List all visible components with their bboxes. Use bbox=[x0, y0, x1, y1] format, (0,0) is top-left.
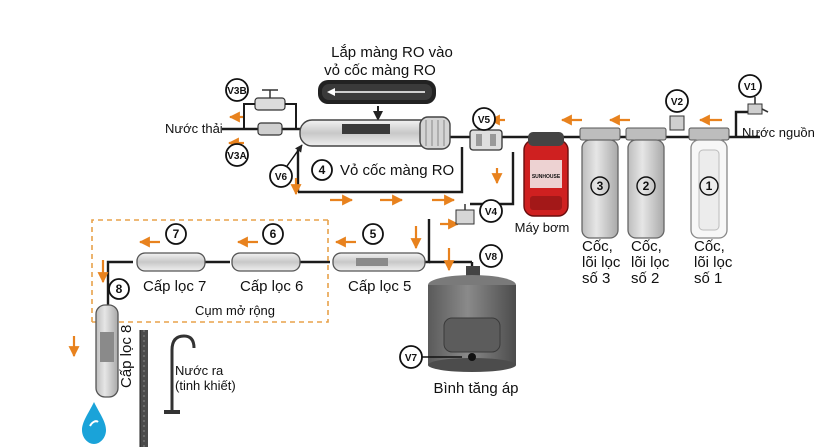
filter-2-line1: Cốc, bbox=[631, 238, 662, 255]
stage-5-label: Cấp lọc 5 bbox=[348, 278, 411, 295]
badge-stage-5: 5 bbox=[362, 223, 384, 245]
badge-stage-4: 4 bbox=[311, 159, 333, 181]
badge-v5: V5 bbox=[472, 107, 496, 131]
badge-v2: V2 bbox=[665, 89, 689, 113]
filter-1-line3: số 1 bbox=[694, 270, 722, 287]
stage-8-label: Cấp lọc 8 bbox=[118, 325, 135, 388]
filter-cup-1: 1 bbox=[688, 127, 730, 239]
pressure-tank bbox=[428, 266, 516, 372]
filter-3-line2: lõi lọc bbox=[582, 254, 621, 271]
svg-text:V2: V2 bbox=[671, 97, 684, 108]
pump-brand: SUNHOUSE bbox=[532, 174, 561, 180]
svg-text:4: 4 bbox=[319, 163, 326, 177]
faucet bbox=[164, 334, 196, 414]
filter-1-line1: Cốc, bbox=[694, 238, 725, 255]
v4-valve bbox=[455, 204, 475, 225]
filter-2-line2: lõi lọc bbox=[631, 254, 670, 271]
title-line-1: Lắp màng RO vào bbox=[331, 44, 453, 61]
stage-7-cartridge bbox=[136, 252, 206, 272]
svg-text:7: 7 bbox=[173, 227, 180, 241]
svg-text:V5: V5 bbox=[478, 115, 491, 126]
filter-1-line2: lõi lọc bbox=[694, 254, 733, 271]
badge-v3b: V3B bbox=[225, 78, 249, 102]
svg-text:V7: V7 bbox=[405, 353, 418, 364]
water-droplet-icon bbox=[82, 402, 106, 444]
filter-cup-3: 3 bbox=[579, 127, 621, 239]
badge-v7: V7 bbox=[399, 345, 462, 369]
pressure-tank-label: Bình tăng áp bbox=[433, 380, 518, 397]
svg-text:2: 2 bbox=[643, 179, 650, 193]
svg-text:3: 3 bbox=[597, 179, 604, 193]
expansion-group-border bbox=[92, 220, 329, 323]
svg-text:V8: V8 bbox=[485, 252, 498, 263]
v3b-valve bbox=[243, 89, 297, 129]
badge-v6: V6 bbox=[269, 144, 303, 188]
waste-water-label: Nước thải bbox=[165, 121, 223, 136]
ro-housing-label: Vỏ cốc màng RO bbox=[340, 162, 454, 179]
ro-housing bbox=[299, 116, 451, 150]
filter-cup-2: 2 bbox=[625, 127, 667, 239]
svg-text:5: 5 bbox=[370, 227, 377, 241]
flow-arrows bbox=[68, 111, 722, 358]
stage-6-cartridge bbox=[231, 252, 301, 272]
outlet-label-line1: Nước ra bbox=[175, 363, 224, 378]
counter bbox=[139, 330, 148, 447]
source-water-label: Nước nguồn bbox=[742, 125, 815, 140]
badge-stage-8: 8 bbox=[108, 278, 130, 300]
v1-tap bbox=[747, 97, 769, 115]
pump: SUNHOUSE bbox=[523, 132, 569, 217]
badge-v4: V4 bbox=[479, 199, 503, 223]
stage-7-label: Cấp lọc 7 bbox=[143, 278, 206, 295]
ro-membrane bbox=[318, 80, 436, 121]
svg-text:8: 8 bbox=[116, 282, 123, 296]
pump-label: Máy bơm bbox=[515, 220, 570, 235]
v3a-fitting bbox=[257, 122, 283, 136]
filter-2-line3: số 2 bbox=[631, 270, 659, 287]
expansion-group-label: Cụm mở rộng bbox=[195, 303, 275, 318]
badge-v8: V8 bbox=[479, 244, 503, 268]
filter-3-line3: số 3 bbox=[582, 270, 610, 287]
stage-6-label: Cấp lọc 6 bbox=[240, 278, 303, 295]
badge-v1: V1 bbox=[738, 74, 762, 98]
v5-valve bbox=[469, 129, 503, 151]
outlet-label-line2: (tinh khiết) bbox=[175, 378, 236, 393]
stage-8-cartridge bbox=[95, 304, 119, 398]
title-line-2: vỏ cốc màng RO bbox=[324, 62, 436, 79]
svg-text:6: 6 bbox=[270, 227, 277, 241]
svg-text:V3B: V3B bbox=[227, 86, 246, 97]
v2-valve bbox=[669, 115, 685, 131]
badge-stage-7: 7 bbox=[165, 223, 187, 245]
svg-text:1: 1 bbox=[706, 179, 713, 193]
filter-3-line1: Cốc, bbox=[582, 238, 613, 255]
badge-stage-6: 6 bbox=[262, 223, 284, 245]
svg-text:V3A: V3A bbox=[227, 151, 246, 162]
svg-text:V6: V6 bbox=[275, 172, 288, 183]
badge-v3a: V3A bbox=[225, 143, 249, 167]
svg-text:V1: V1 bbox=[744, 82, 757, 93]
stage-5-cartridge bbox=[332, 252, 426, 272]
svg-text:V4: V4 bbox=[485, 207, 498, 218]
